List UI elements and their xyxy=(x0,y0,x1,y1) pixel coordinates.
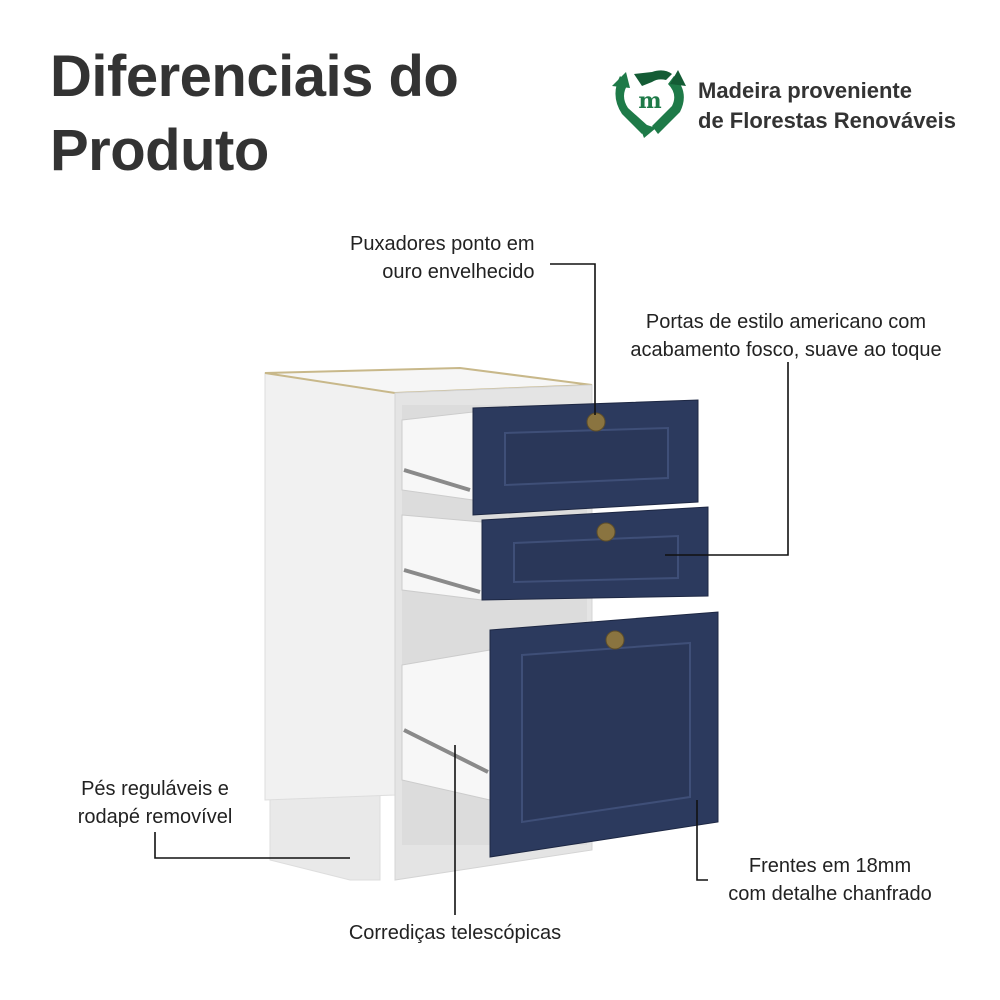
recycle-logo-icon: m xyxy=(612,70,686,138)
callout-fronts: Frentes em 18mm com detalhe chanfrado xyxy=(710,852,950,908)
side-panel xyxy=(264,372,396,801)
callout-feet-line2: rodapé removível xyxy=(77,806,233,828)
callout-feet: Pés reguláveis e rodapé removível xyxy=(55,775,255,831)
callout-handles-line1: Puxadores ponto em xyxy=(350,233,535,255)
drawer-front-3 xyxy=(489,611,719,858)
gold-knobs xyxy=(586,412,625,650)
drawer-front-1 xyxy=(472,399,699,516)
callout-doors-line1: Portas de estilo americano com xyxy=(645,311,927,333)
badge-text: Madeira proveniente de Florestas Renováv… xyxy=(698,76,956,136)
badge-line-1: Madeira proveniente xyxy=(698,78,912,103)
logo-letter: m xyxy=(638,88,661,114)
callout-doors: Portas de estilo americano com acabament… xyxy=(606,308,966,364)
drawer-front-2 xyxy=(481,506,709,601)
callout-handles: Puxadores ponto em ouro envelhecido xyxy=(350,230,535,286)
title-line-1: Diferenciais do xyxy=(50,44,459,109)
callout-feet-line1: Pés reguláveis e xyxy=(81,778,229,800)
badge-line-2: de Florestas Renováveis xyxy=(698,108,957,133)
callout-doors-line2: acabamento fosco, suave ao toque xyxy=(630,339,942,361)
callout-slides: Corrediças telescópicas xyxy=(325,919,585,947)
title-line-2: Produto xyxy=(50,118,269,183)
callout-fronts-line2: com detalhe chanfrado xyxy=(728,883,932,905)
callout-handles-line2: ouro envelhecido xyxy=(382,261,535,283)
callout-slides-line1: Corrediças telescópicas xyxy=(348,922,562,944)
callout-fronts-line1: Frentes em 18mm xyxy=(748,855,912,877)
page-title: Diferenciais do Produto xyxy=(50,40,459,188)
telescopic-slides xyxy=(403,468,489,774)
callout-lines xyxy=(154,263,789,915)
